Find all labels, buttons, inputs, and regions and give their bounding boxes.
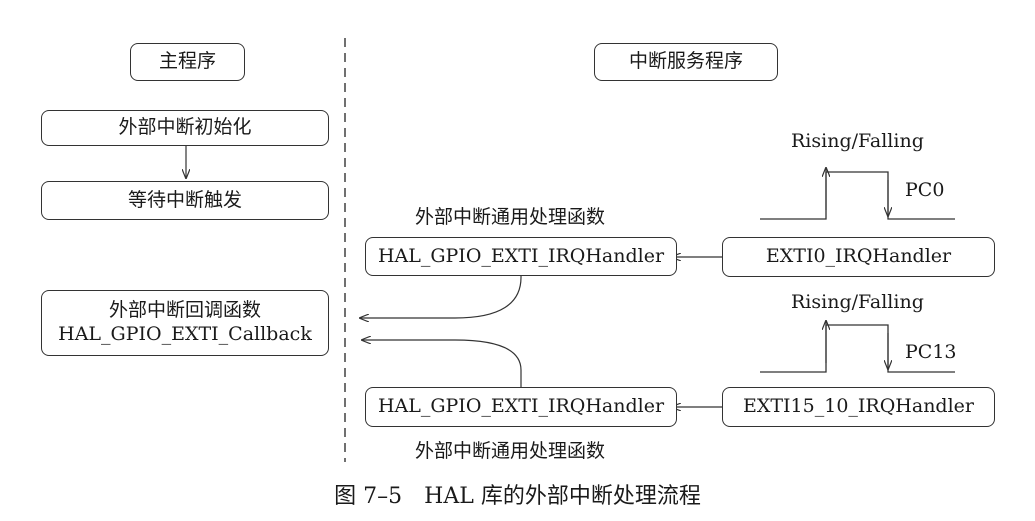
init-label: 外部中断初始化 bbox=[118, 116, 252, 139]
main-program-header-label: 主程序 bbox=[158, 50, 216, 73]
handler-label-top: 外部中断通用处理函数 bbox=[415, 206, 606, 228]
exti15-10-box: EXTI15_10_IRQHandler bbox=[722, 387, 995, 427]
handler-label-bottom: 外部中断通用处理函数 bbox=[415, 440, 606, 462]
waveform-top bbox=[760, 171, 955, 220]
exti0-box: EXTI0_IRQHandler bbox=[722, 237, 995, 277]
exti0-label: EXTI0_IRQHandler bbox=[765, 245, 952, 268]
callback-label-func: HAL_GPIO_EXTI_Callback bbox=[58, 323, 312, 345]
handler-box-top: HAL_GPIO_EXTI_IRQHandler bbox=[365, 237, 677, 276]
arrow-handler-top-to-callback bbox=[360, 275, 522, 318]
handler-box-bottom: HAL_GPIO_EXTI_IRQHandler bbox=[365, 387, 677, 427]
pin-label-bottom: PC13 bbox=[905, 341, 957, 363]
main-program-header: 主程序 bbox=[130, 43, 245, 81]
arrow-handler-bottom-to-callback bbox=[362, 340, 522, 387]
signal-label-bottom: Rising/Falling bbox=[791, 291, 924, 313]
wait-label: 等待中断触发 bbox=[127, 188, 242, 211]
init-box: 外部中断初始化 bbox=[41, 110, 329, 146]
figure-caption: 图 7–5 HAL 库的外部中断处理流程 bbox=[334, 484, 701, 509]
waveform-bottom bbox=[760, 324, 955, 373]
handler-top-label: HAL_GPIO_EXTI_IRQHandler bbox=[377, 244, 665, 267]
isr-header: 中断服务程序 bbox=[594, 43, 778, 81]
callback-label-cn: 外部中断回调函数 bbox=[108, 299, 261, 322]
wait-box: 等待中断触发 bbox=[41, 181, 329, 220]
exti15-10-label: EXTI15_10_IRQHandler bbox=[742, 395, 974, 418]
pin-label-top: PC0 bbox=[905, 179, 945, 201]
callback-box: 外部中断回调函数 HAL_GPIO_EXTI_Callback bbox=[41, 290, 329, 356]
isr-header-label: 中断服务程序 bbox=[628, 50, 743, 73]
signal-label-top: Rising/Falling bbox=[791, 130, 924, 152]
handler-bottom-label: HAL_GPIO_EXTI_IRQHandler bbox=[377, 395, 665, 418]
